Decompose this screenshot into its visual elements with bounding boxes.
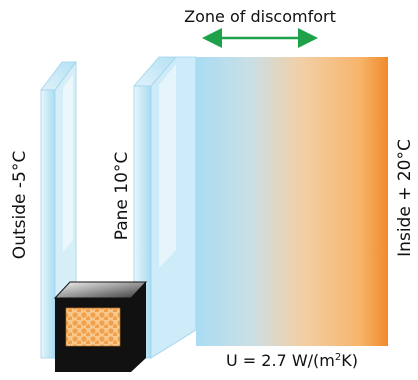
- u-value-main: U = 2.7 W/(m: [226, 351, 335, 370]
- u-value-label: U = 2.7 W/(m2K): [226, 351, 358, 370]
- pane-temperature-label: Pane 10°C: [112, 152, 132, 241]
- zone-of-discomfort-label: Zone of discomfort: [184, 7, 336, 26]
- outside-temperature-label: Outside -5°C: [10, 151, 30, 259]
- u-value-suffix: K): [341, 351, 358, 370]
- desiccant-beads: [65, 307, 121, 347]
- inside-temperature-label: Inside + 20°C: [395, 139, 415, 257]
- room-temperature-gradient: [196, 57, 388, 346]
- u-value-superscript: 2: [335, 352, 341, 363]
